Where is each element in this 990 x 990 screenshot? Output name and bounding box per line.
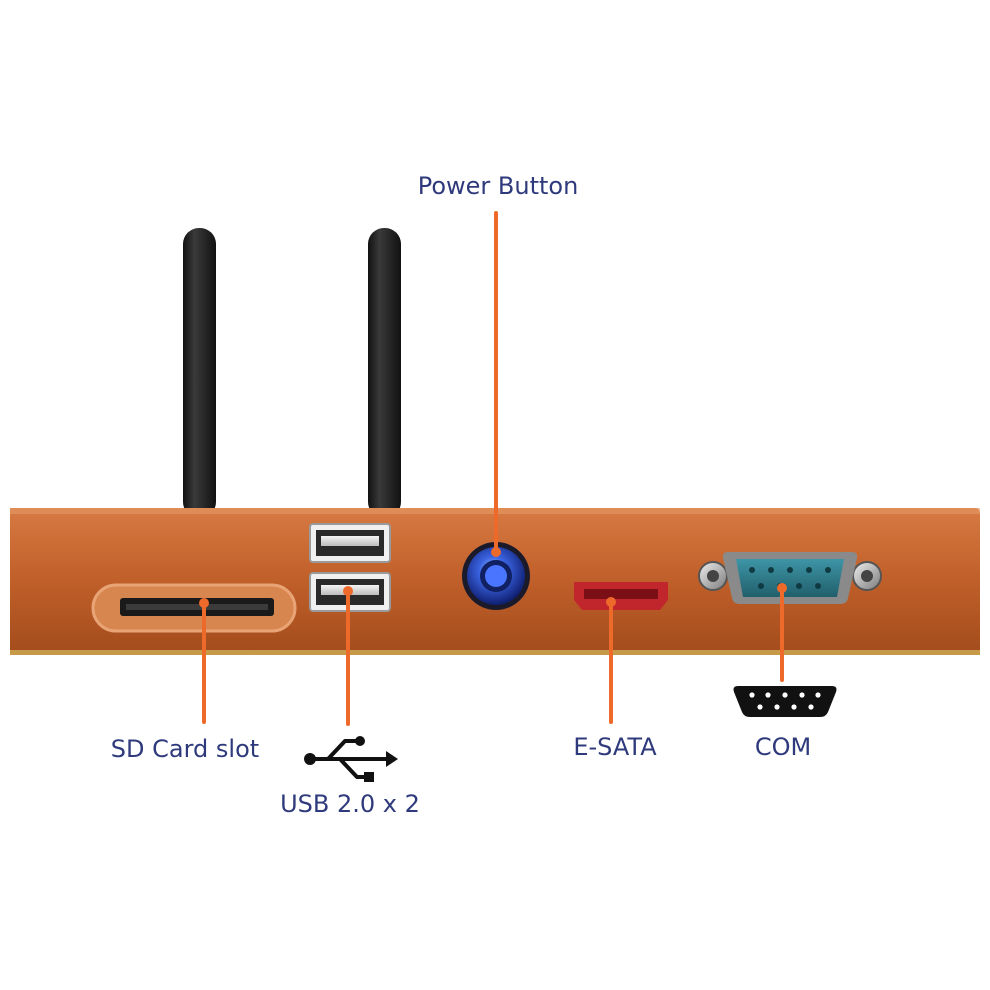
callout-dot-esata xyxy=(606,597,616,607)
db9-connector-icon xyxy=(733,686,837,717)
usb-icon xyxy=(304,736,398,782)
sd-card-slot xyxy=(91,583,297,633)
esata-label: E-SATA xyxy=(573,733,657,761)
power-button xyxy=(462,542,530,610)
com-port xyxy=(698,552,882,604)
callout-dot-usb xyxy=(343,586,353,596)
com-label: COM xyxy=(754,733,812,761)
usb-port-top xyxy=(309,523,391,563)
callout-dot-power xyxy=(491,547,501,557)
esata-port xyxy=(574,582,668,610)
callout-dot-com xyxy=(777,583,787,593)
sd-card-slot-label: SD Card slot xyxy=(110,735,260,763)
callout-dot-sd xyxy=(199,598,209,608)
antenna-left xyxy=(183,228,216,518)
usb-label: USB 2.0 x 2 xyxy=(280,790,420,818)
antenna-right xyxy=(368,228,401,518)
power-button-label: Power Button xyxy=(417,172,579,200)
